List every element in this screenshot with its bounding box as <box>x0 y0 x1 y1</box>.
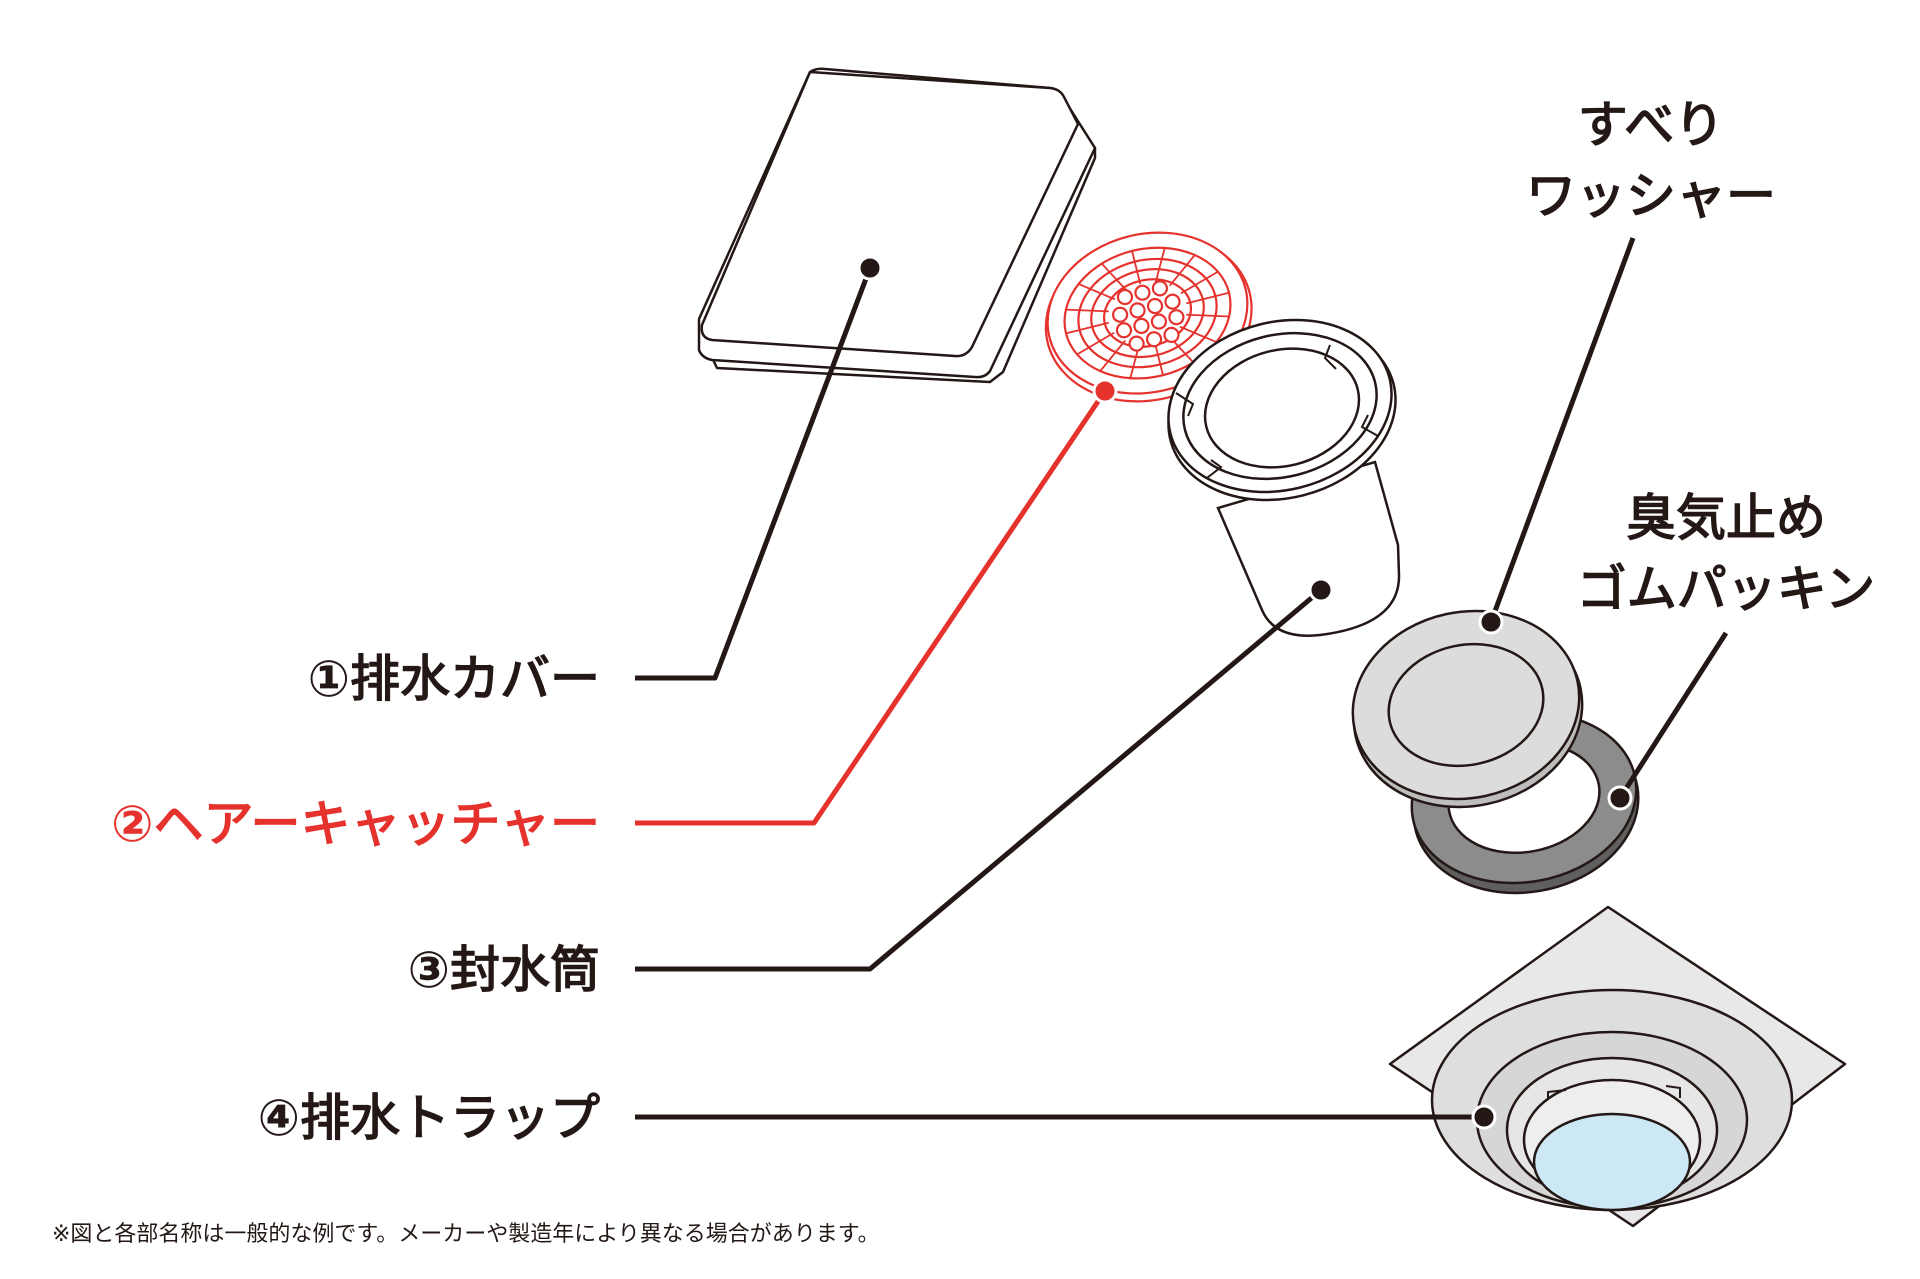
label-slip-washer-2: ワッシャー <box>1526 167 1776 225</box>
label-drain-cover: ①排水カバー <box>308 650 600 708</box>
drain-trap-illustration <box>1388 905 1847 1228</box>
label-gasket-1: 臭気止め <box>1626 489 1826 547</box>
label-gasket-2: ゴムパッキン <box>1577 560 1876 618</box>
leader-drain-cover <box>635 267 873 681</box>
leader-hair-catcher <box>635 389 1108 826</box>
leader-gasket <box>1617 631 1729 800</box>
seal-cylinder-illustration <box>1167 318 1401 637</box>
leader-dots <box>857 255 1633 1130</box>
label-seal-cylinder: ③封水筒 <box>408 941 600 999</box>
drain-cover-illustration <box>697 67 1097 384</box>
label-hair-catcher: ②ヘアーキャッチャー <box>111 795 600 853</box>
leader-lines <box>635 237 1729 1120</box>
slip-washer-illustration <box>1351 609 1584 809</box>
hair-catcher-illustration <box>1044 231 1253 403</box>
leader-seal-cylinder <box>635 588 1323 972</box>
label-slip-washer-1: すべり <box>1578 96 1725 154</box>
leader-slip-washer <box>1488 237 1636 623</box>
footnote: ※図と各部名称は一般的な例です。メーカーや製造年により異なる場合があります。 <box>52 1222 880 1247</box>
label-drain-trap: ④排水トラップ <box>258 1089 600 1147</box>
